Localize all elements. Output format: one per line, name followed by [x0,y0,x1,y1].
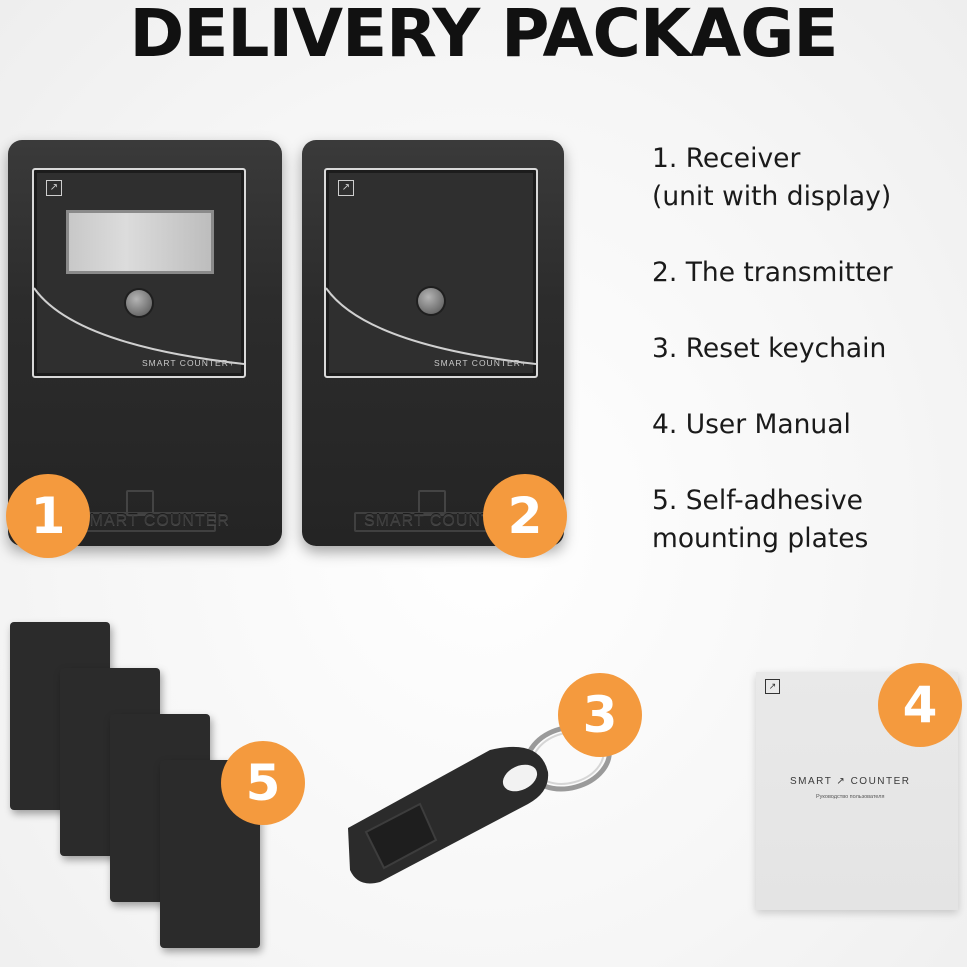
badge-3: 3 [558,673,642,757]
emboss-logo-icon [418,490,446,516]
arrow-corner-icon: ↗ [765,679,780,694]
device-brand-label: SMART COUNTER+ [142,358,235,368]
list-item: 5. Self-adhesive mounting plates [652,482,868,558]
badge-5: 5 [221,741,305,825]
list-item: 2. The transmitter [652,254,893,292]
arrow-corner-icon: ↗ [46,180,62,196]
list-item: 3. Reset keychain [652,330,886,368]
badge-4: 4 [878,663,962,747]
list-item-line: 1. Receiver [652,143,801,174]
badge-1: 1 [6,474,90,558]
badge-2: 2 [483,474,567,558]
emboss-brand: SMART COUNTE [364,512,504,529]
emboss-logo-icon [126,490,154,516]
panel-curve [326,287,536,365]
panel-curve [34,287,244,365]
arrow-corner-icon: ↗ [338,180,354,196]
list-item-line: (unit with display) [652,181,892,212]
lcd-display [66,210,214,274]
list-item-line: 3. Reset keychain [652,333,887,364]
list-item-line: 5. Self-adhesive [652,485,863,516]
transmitter-front-panel: ↗ SMART COUNTER+ [324,168,538,378]
transmitter-button [418,288,444,314]
emboss-brand: SMART COUNTER [78,512,230,529]
list-item-line: 2. The transmitter [652,257,893,288]
list-item-line: mounting plates [652,523,869,554]
manual-subtitle: Руководство пользователя [816,794,885,800]
list-item: 4. User Manual [652,406,851,444]
list-item-line: 4. User Manual [652,409,851,440]
list-item: 1. Receiver (unit with display) [652,140,891,216]
device-brand-label: SMART COUNTER+ [434,358,527,368]
manual-title: SMART ↗ COUNTER [790,776,911,787]
page-title: DELIVERY PACKAGE [129,0,839,72]
receiver-button [126,290,152,316]
receiver-device: ↗ SMART COUNTER+ SMART COUNTER [8,140,282,546]
receiver-front-panel: ↗ SMART COUNTER+ [32,168,246,378]
